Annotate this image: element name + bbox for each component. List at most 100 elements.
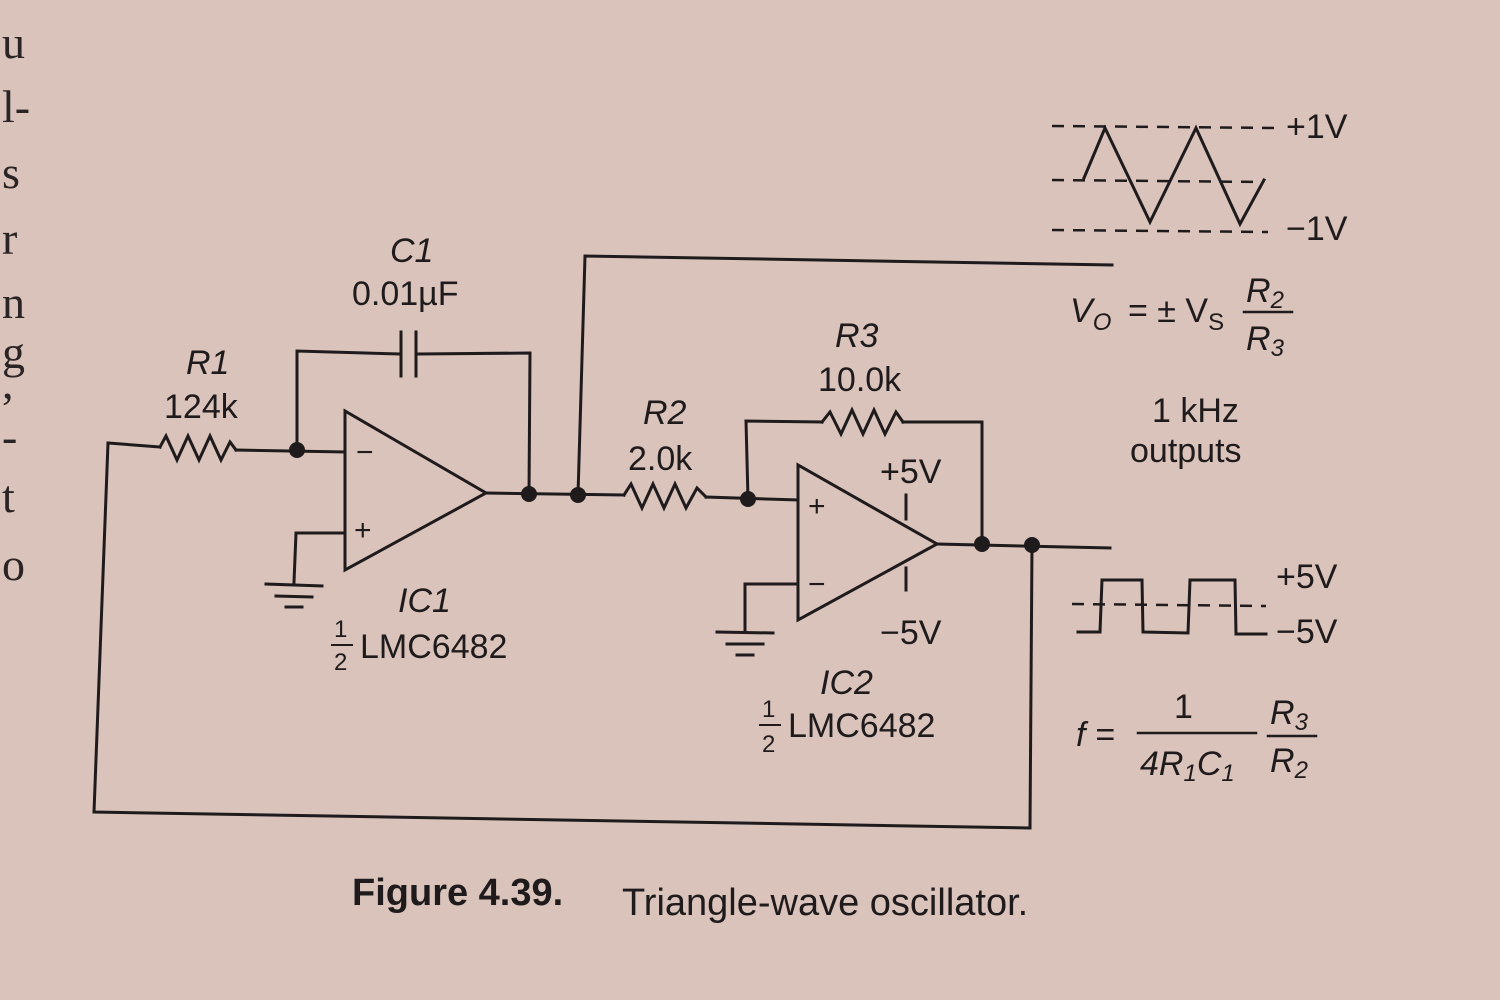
margin-letter: o [2, 539, 25, 590]
ic2-opamp: + − [796, 462, 941, 623]
r1-resistor [157, 432, 239, 464]
junction-dot [740, 491, 756, 507]
f-num2: R [1270, 694, 1295, 732]
margin-letter: r [2, 213, 17, 264]
margin-letter: t [2, 471, 15, 522]
ic1-fraction-num: 1 [334, 616, 347, 643]
caption-label: Figure 4.39. [352, 872, 563, 914]
figure-caption: Figure 4.39. Triangle-wave oscillator. [352, 872, 1028, 924]
svg-text:R3: R3 [1270, 694, 1309, 736]
r2-resistor [621, 480, 709, 512]
f-lhs: f = [1076, 716, 1115, 754]
square-output-wire [935, 542, 1112, 550]
feedback-wire [92, 441, 1034, 830]
svg-text:R2: R2 [1246, 272, 1284, 314]
c1-left-wire [295, 349, 401, 452]
r3-right-wire [901, 420, 984, 546]
c1-name: C1 [390, 232, 433, 270]
svg-text:R2: R2 [1270, 742, 1308, 784]
r1-label: R1 124k [164, 344, 239, 426]
square-low-label: −5V [1276, 613, 1338, 651]
svg-text:= ± VS: = ± VS [1128, 292, 1224, 336]
triangle-high-label: +1V [1286, 108, 1348, 146]
ic2-plus-sign: + [808, 490, 826, 523]
junction-dot [974, 536, 990, 552]
ic1-label: IC1 1 2 LMC6482 [331, 582, 507, 676]
square-waveform: +5V −5V [1071, 558, 1338, 651]
margin-letter: , [2, 357, 14, 408]
ic1-name: IC1 [398, 582, 451, 620]
ground-icon [264, 582, 324, 609]
triangle-output-wire [576, 254, 1114, 497]
svg-text:VO: VO [1070, 292, 1111, 336]
vo-num: R [1246, 272, 1271, 310]
svg-text:R1: R1 [186, 344, 229, 382]
ic2-neg-supply-label: −5V [880, 614, 942, 652]
vo-lhs-sub: O [1093, 309, 1112, 336]
ic2-name: IC2 [820, 664, 873, 702]
ic1-plus-ground-wire [292, 531, 347, 584]
r2-label: R2 2.0k [628, 394, 693, 478]
outputs-note-line2: outputs [1130, 432, 1242, 470]
svg-text:4R1C1: 4R1C1 [1140, 745, 1235, 787]
ic1-out-wire [484, 491, 626, 497]
vo-eq: = ± V [1128, 292, 1208, 330]
margin-letter: g [2, 327, 25, 378]
ic2-minus-ground-wire [743, 582, 800, 632]
margin-letter: s [2, 147, 20, 198]
ground-icon [715, 630, 775, 657]
ic2-fraction-den: 2 [762, 731, 775, 758]
ic2-fraction-num: 1 [762, 696, 775, 723]
c1-capacitor [399, 330, 418, 378]
ic1-fraction-den: 2 [334, 649, 347, 676]
ic2-label: IC2 1 2 LMC6482 [759, 664, 935, 758]
f-den1-sub1: 1 [1183, 760, 1196, 787]
outputs-note-line1: 1 kHz [1152, 392, 1239, 430]
r1-value: 124k [164, 388, 239, 426]
triangle-low-label: −1V [1286, 210, 1348, 248]
c1-right-wire [416, 351, 532, 496]
junction-dot [570, 487, 586, 503]
r1-name: R1 [186, 344, 229, 382]
r3-label: R3 10.0k [818, 317, 902, 399]
ic1-opamp: − + [343, 408, 490, 573]
f-den1-sub2: 1 [1221, 760, 1234, 787]
margin-letter: u [2, 17, 25, 68]
f-den1: 4R [1140, 745, 1183, 783]
c1-label: C1 0.01µF [352, 232, 459, 313]
f-num1: 1 [1174, 688, 1193, 726]
f-den1-c: C [1197, 745, 1222, 783]
c1-value: 0.01µF [352, 275, 459, 313]
caption-text: Triangle-wave oscillator. [622, 882, 1028, 924]
r3-name: R3 [835, 317, 879, 355]
vo-den: R [1246, 320, 1271, 358]
vo-formula: VO = ± VS R2 R3 [1070, 272, 1294, 362]
junction-dot [1024, 537, 1040, 553]
junction-dot [289, 442, 305, 458]
f-den2-sub: 2 [1294, 757, 1308, 784]
left-margin-text: u l- s r n g , - t o [2, 17, 30, 590]
f-num2-sub: 3 [1295, 709, 1309, 736]
vo-den-sub: 3 [1271, 335, 1285, 362]
junction-dots [289, 442, 1040, 553]
f-den2: R [1270, 742, 1295, 780]
r2-name: R2 [643, 394, 687, 432]
triangle-waveform: +1V −1V [1051, 108, 1348, 248]
ic2-pos-supply-label: +5V [880, 453, 942, 491]
vo-lhs: V [1070, 292, 1096, 330]
ic2-part: LMC6482 [788, 707, 935, 745]
ic1-part: LMC6482 [360, 628, 507, 666]
r3-value: 10.0k [818, 361, 902, 399]
r3-resistor [819, 406, 906, 438]
r3-left-wire [744, 419, 824, 501]
vo-num-sub: 2 [1270, 287, 1284, 314]
square-high-label: +5V [1276, 558, 1338, 596]
ic2-minus-sign: − [808, 568, 826, 601]
vo-vs-sub: S [1208, 309, 1224, 336]
margin-letter: l- [2, 81, 30, 132]
circuit-wires [92, 254, 1114, 830]
margin-letter: n [2, 277, 25, 328]
svg-text:R3: R3 [1246, 320, 1285, 362]
junction-dot [521, 486, 537, 502]
